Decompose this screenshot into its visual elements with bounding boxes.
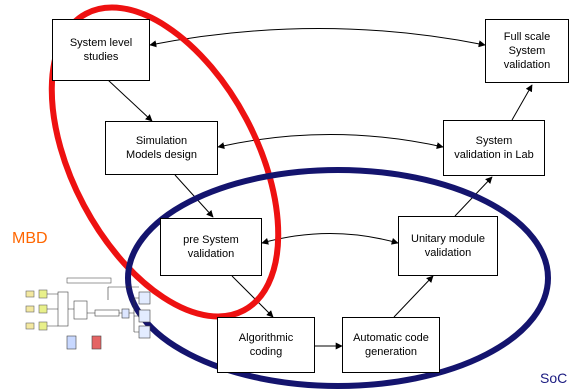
box-line: Unitary module bbox=[411, 233, 485, 245]
mbd-ellipse bbox=[48, 4, 282, 320]
arrow-generation-to-unitary bbox=[393, 275, 434, 318]
box-line: Simulation bbox=[135, 135, 188, 147]
box-automatic-code-generation: Automatic code generation bbox=[342, 317, 440, 373]
arrow-prevalidation-to-coding bbox=[231, 275, 274, 318]
arc-studies-fullscale bbox=[149, 28, 486, 48]
box-full-scale-system-validation: Full scale System validation bbox=[485, 19, 569, 83]
box-line: Models design bbox=[126, 149, 197, 161]
box-line: generation bbox=[364, 346, 417, 358]
box-unitary-module-validation: Unitary module validation bbox=[398, 216, 498, 276]
box-line: Automatic code bbox=[353, 332, 429, 344]
box-line: coding bbox=[249, 346, 283, 358]
mbd-label: MBD bbox=[12, 230, 48, 247]
box-line: studies bbox=[83, 51, 119, 63]
box-simulation-models-design: Simulation Models design bbox=[105, 121, 218, 175]
arc-prevalidation-unitary bbox=[261, 233, 399, 245]
soc-label: SoC bbox=[540, 370, 568, 386]
box-system-validation-in-lab: System validation in Lab bbox=[443, 120, 545, 176]
soc-ellipse bbox=[125, 167, 551, 389]
box-line: validation bbox=[503, 59, 551, 71]
box-line: System bbox=[508, 45, 546, 57]
box-line: validation bbox=[424, 247, 472, 259]
arc-design-labvalidation bbox=[217, 134, 444, 150]
box-line: validation in Lab bbox=[454, 149, 534, 161]
simulink-model-thumbnail bbox=[25, 277, 151, 350]
box-line: System bbox=[475, 135, 513, 147]
arrow-studies-to-design bbox=[107, 79, 153, 122]
box-system-level-studies: System level studies bbox=[52, 19, 150, 81]
box-line: validation bbox=[187, 248, 235, 260]
arrow-design-to-prevalidation bbox=[174, 174, 214, 218]
box-pre-system-validation: pre System validation bbox=[160, 218, 262, 276]
arrow-labvalidation-to-fullscale bbox=[511, 84, 533, 121]
box-line: System level bbox=[69, 37, 133, 49]
box-line: Full scale bbox=[503, 31, 551, 43]
box-algorithmic-coding: Algorithmic coding bbox=[217, 317, 315, 373]
box-line: Algorithmic bbox=[238, 332, 294, 344]
box-line: pre System bbox=[183, 234, 239, 246]
